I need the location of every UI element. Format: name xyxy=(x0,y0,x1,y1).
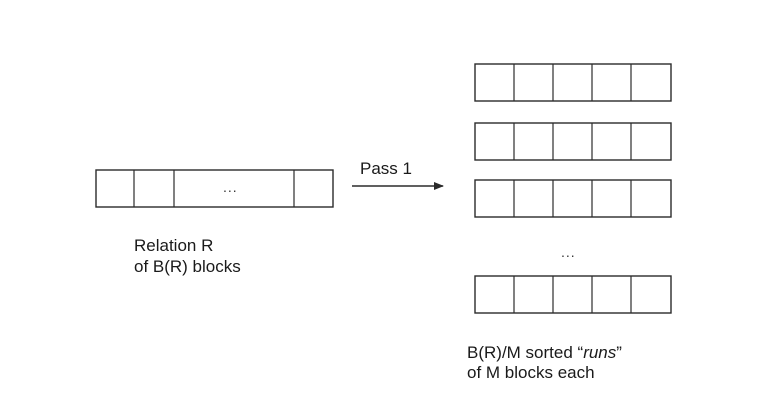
relation-label-line1: Relation R xyxy=(134,236,214,255)
runs-ellipsis: ... xyxy=(561,244,576,260)
relation-label-line2: of B(R) blocks xyxy=(134,257,241,276)
run-block xyxy=(474,122,672,161)
run-block xyxy=(474,275,672,314)
relation-ellipsis: ... xyxy=(223,179,238,195)
pass-label: Pass 1 xyxy=(360,159,412,178)
run-block xyxy=(474,63,672,102)
runs-label-line1: B(R)/M sorted “runs” xyxy=(467,343,622,363)
run-block xyxy=(474,179,672,218)
relation-r-block xyxy=(95,169,334,208)
runs-label-prefix: B(R)/M sorted “ xyxy=(467,343,584,362)
runs-label-italic: runs xyxy=(583,343,617,362)
runs-label-line2: of M blocks each xyxy=(467,363,595,382)
runs-label-suffix: ” xyxy=(616,343,622,362)
